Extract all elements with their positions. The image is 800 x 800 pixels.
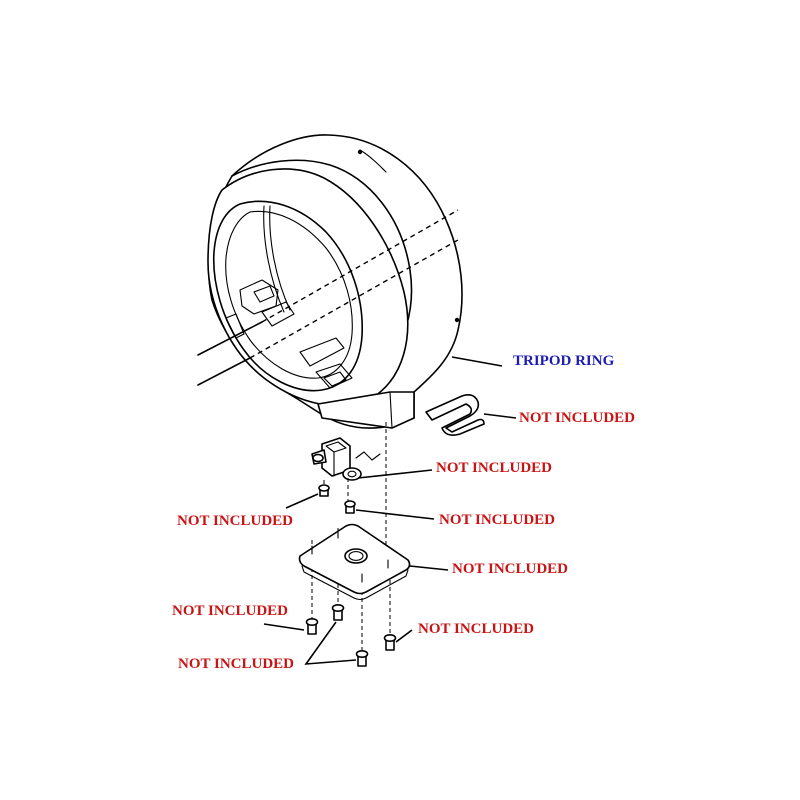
clamp-block xyxy=(311,437,381,481)
optical-axis-lines xyxy=(197,209,459,386)
bottom-left-screw-label: NOT INCLUDED xyxy=(172,603,288,619)
mount-plate-label: NOT INCLUDED xyxy=(452,561,568,577)
bottom-right-screw-label: NOT INCLUDED xyxy=(418,621,534,637)
u-bracket xyxy=(425,394,485,436)
tripod-ring xyxy=(207,134,463,429)
lower-screw-1 xyxy=(305,617,319,635)
tripod-ring-label: TRIPOD RING xyxy=(513,353,615,369)
left-screw-label: NOT INCLUDED xyxy=(177,513,293,529)
lower-screw-4 xyxy=(383,633,397,651)
u-bracket-label: NOT INCLUDED xyxy=(519,410,635,426)
upper-screw-left xyxy=(318,484,330,497)
clamp-block-label: NOT INCLUDED xyxy=(436,460,552,476)
lower-screw-3 xyxy=(355,649,369,667)
mounting-plate xyxy=(298,523,411,601)
bottom-center-screws-label: NOT INCLUDED xyxy=(178,656,294,672)
right-screw-label: NOT INCLUDED xyxy=(439,512,555,528)
upper-screw-right xyxy=(344,500,356,514)
lower-screw-2 xyxy=(331,603,345,621)
leader-lines xyxy=(263,356,517,665)
